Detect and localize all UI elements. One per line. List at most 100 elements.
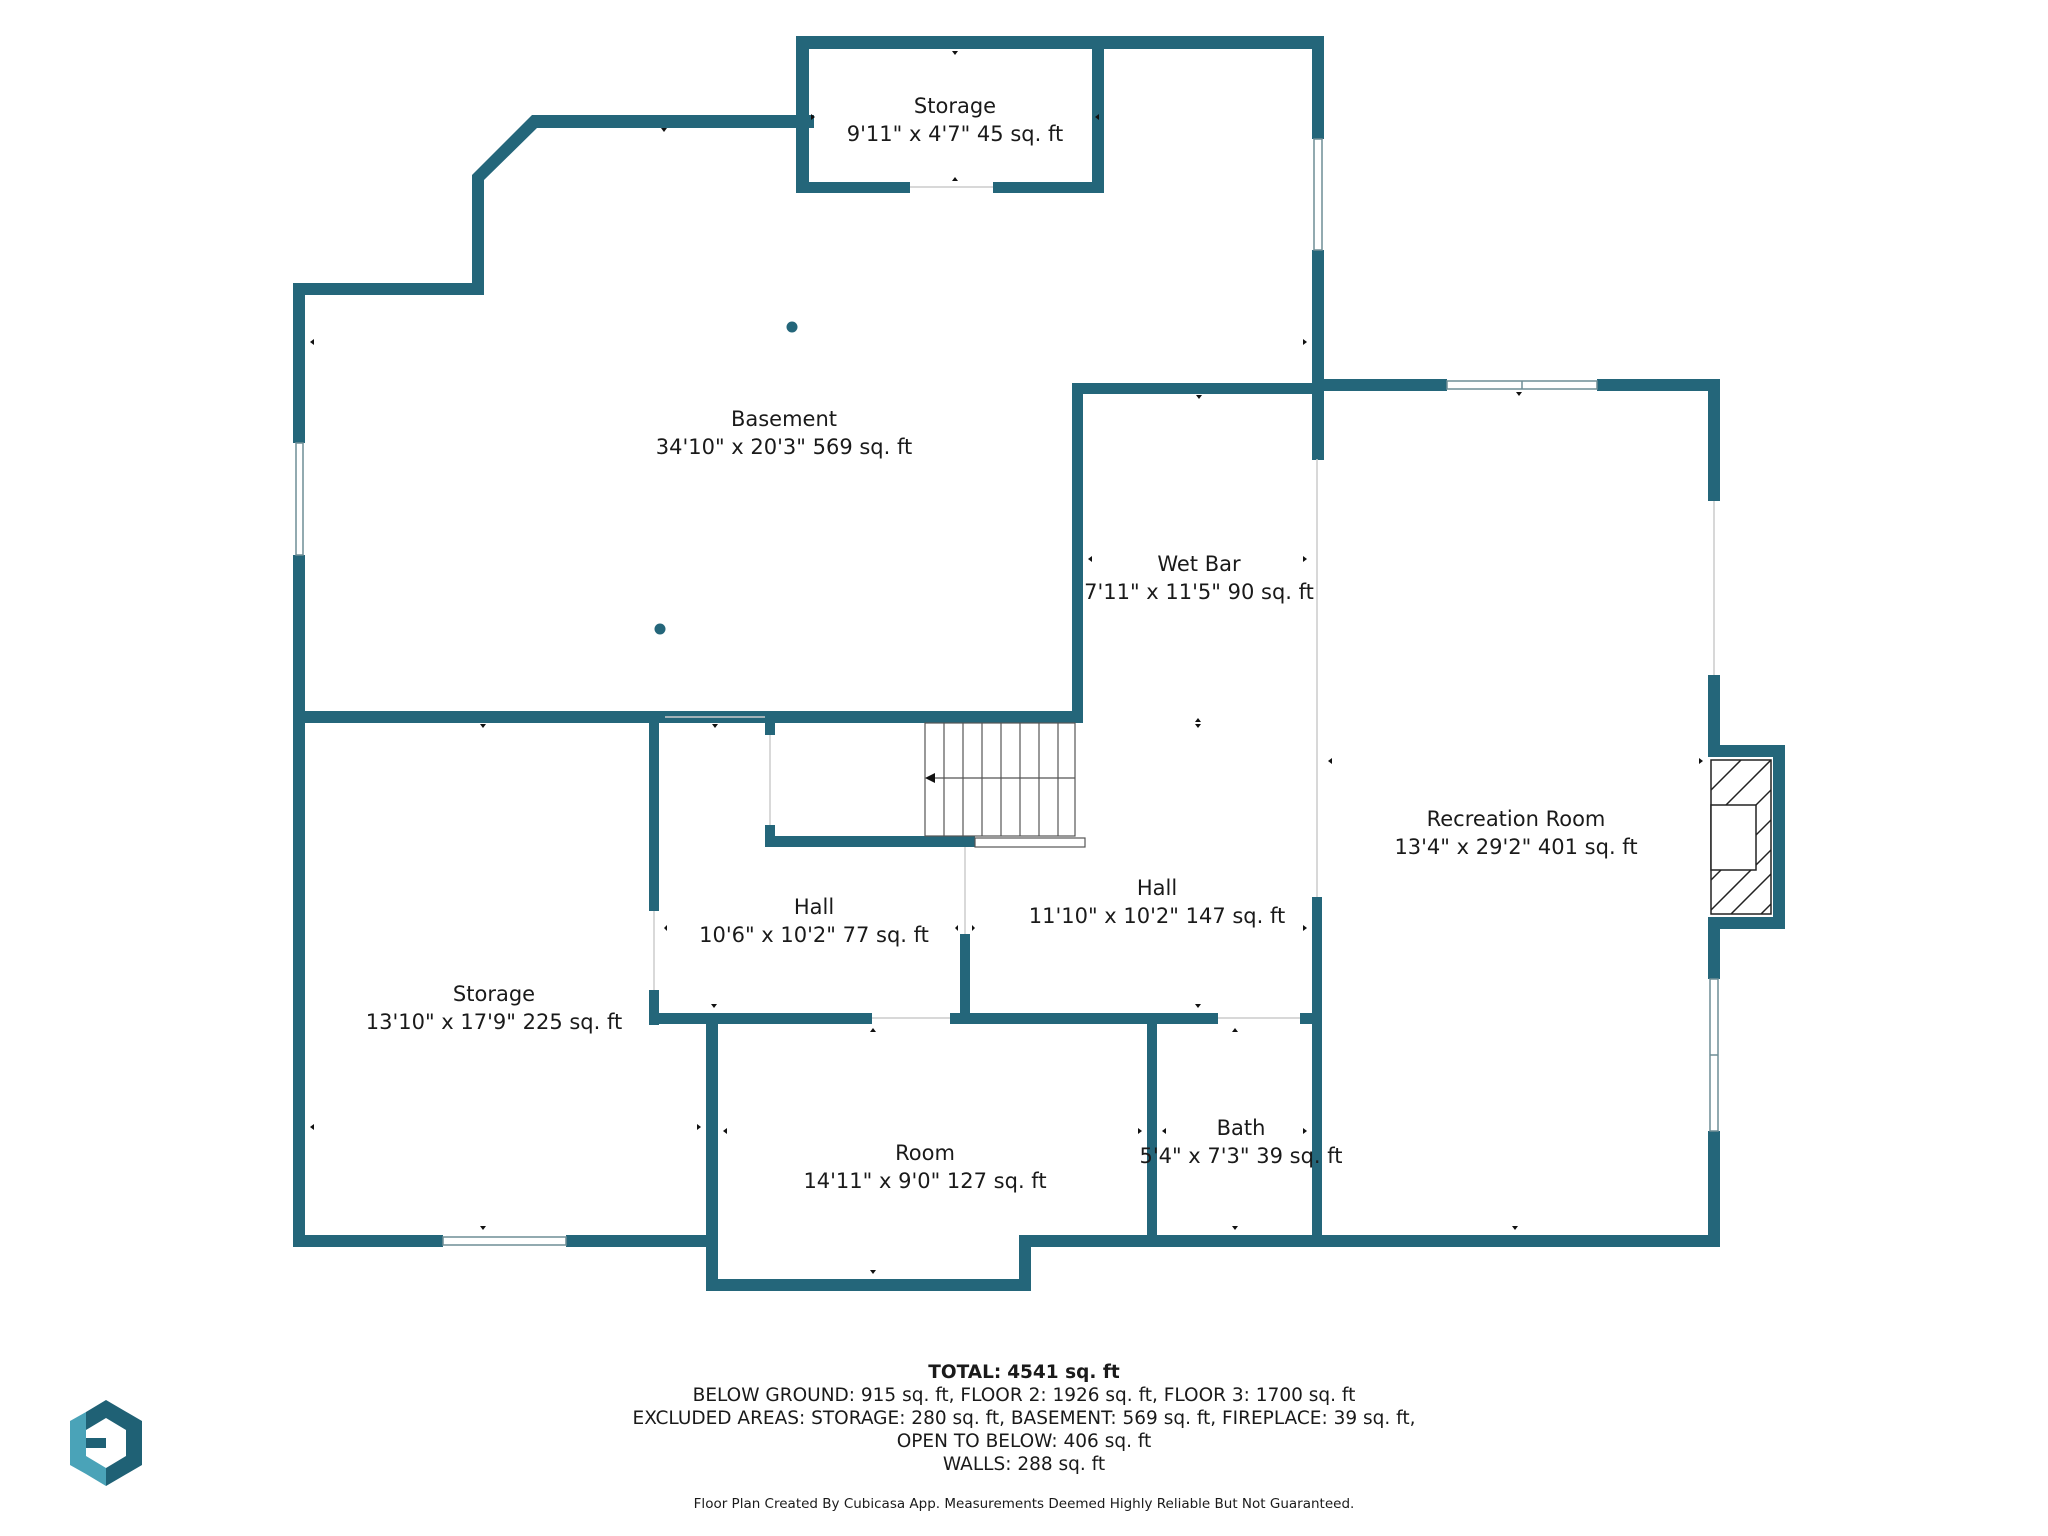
fireplace [1710,759,1772,915]
room-label-room: Room 14'11" x 9'0" 127 sq. ft [803,1139,1046,1195]
wall [532,115,814,128]
wall [1708,922,1720,979]
wall [1092,36,1104,193]
wall [1597,379,1719,391]
measure-tick [480,724,486,728]
measure-tick [1088,556,1092,562]
room-name: Basement [730,407,838,431]
wall [1019,1235,1720,1247]
area-summary: TOTAL: 4541 sq. ft BELOW GROUND: 915 sq.… [0,1361,2048,1476]
measure-tick [811,114,815,120]
window [295,442,304,556]
wall [960,934,970,1020]
wall [649,711,659,911]
wall [649,990,659,1025]
room-name: Bath [1216,1116,1266,1140]
wall [1147,1013,1157,1247]
room-name: Hall [1136,876,1178,900]
room-dimensions: 10'6" x 10'2" 77 sq. ft [699,923,929,947]
window [1313,138,1323,251]
measure-tick [1699,758,1703,764]
summary-line-1: BELOW GROUND: 915 sq. ft, FLOOR 2: 1926 … [692,1385,1356,1406]
wall [765,711,775,735]
summary-line-3: OPEN TO BELOW: 406 sq. ft [896,1431,1152,1452]
wall [796,36,1324,49]
disclaimer: Floor Plan Created By Cubicasa App. Meas… [693,1496,1355,1512]
total-label: TOTAL: [928,1362,1002,1383]
wall [1708,745,1785,757]
wall [1312,379,1447,391]
wall [293,1235,443,1247]
measure-tick [1516,392,1522,396]
wall [1312,36,1324,139]
wall [649,1013,872,1024]
measure-tick [1303,925,1307,931]
post-marker [654,623,666,635]
wall [796,36,809,193]
measure-tick [1328,758,1332,764]
summary-line-4: WALLS: 288 sq. ft [942,1454,1106,1475]
measure-tick [1303,1128,1307,1134]
wall [1708,1131,1720,1247]
room-label-bath: Bath 5'4" x 7'3" 39 sq. ft [1139,1114,1342,1170]
measure-tick [952,51,958,55]
wall [1072,383,1322,394]
measure-tick [697,1124,701,1130]
room-name: Recreation Room [1426,807,1606,831]
stair-arrow-icon [925,773,935,783]
room-label-recreation-room: Recreation Room 13'4" x 29'2" 401 sq. ft [1394,805,1637,861]
measure-tick [952,177,958,181]
measure-tick [1512,1226,1518,1230]
wall [1072,383,1083,723]
wall [1300,1013,1320,1024]
measure-tick [1162,1128,1166,1134]
post-marker [786,321,798,333]
wall-diagonal [472,115,538,187]
wall [706,1013,718,1291]
measure-tick [870,1028,876,1032]
room-dimensions: 14'11" x 9'0" 127 sq. ft [803,1169,1047,1193]
measure-tick [310,1124,314,1130]
measure-tick [1232,1226,1238,1230]
room-name: Wet Bar [1157,552,1241,576]
measure-tick [310,339,314,345]
measure-tick [712,724,718,728]
measure-tick [1232,1028,1238,1032]
measure-tick [1195,724,1201,728]
measure-tick [955,925,958,931]
wall [1019,1235,1031,1291]
window [442,1236,567,1246]
wall [1312,897,1322,1247]
total-line: TOTAL: 4541 sq. ft [0,1361,2048,1384]
room-dimensions: 13'4" x 29'2" 401 sq. ft [1394,835,1638,859]
room-dimensions: 5'4" x 7'3" 39 sq. ft [1139,1144,1343,1168]
room-dimensions: 13'10" x 17'9" 225 sq. ft [365,1010,623,1034]
room-name: Storage [452,982,536,1006]
measure-tick [1303,339,1307,345]
wall [293,555,305,1247]
wall [993,182,1104,193]
wall [293,283,484,295]
room-name: Room [895,1141,955,1165]
measure-tick [1195,1004,1201,1008]
cubicasa-logo-icon [70,1400,142,1486]
wall [472,175,484,295]
room-label-hall-small: Hall 10'6" x 10'2" 77 sq. ft [699,893,929,949]
measure-tick [1095,114,1099,120]
room-dimensions: 7'11" x 11'5" 90 sq. ft [1084,580,1314,604]
measure-tick [723,1128,727,1134]
wall [1708,917,1785,929]
staircase [924,722,1086,848]
measure-tick [711,1004,717,1008]
room-dimensions: 34'10" x 20'3" 569 sq. ft [655,435,913,459]
wall [950,1013,1218,1024]
measure-tick [1195,718,1201,722]
wall [1708,675,1720,753]
room-name: Storage [913,94,997,118]
measure-tick [664,925,667,931]
wall [796,182,910,193]
wall [566,1235,718,1247]
room-label-storage-top: Storage 9'11" x 4'7" 45 sq. ft [847,92,1063,148]
measure-tick [1303,556,1307,562]
